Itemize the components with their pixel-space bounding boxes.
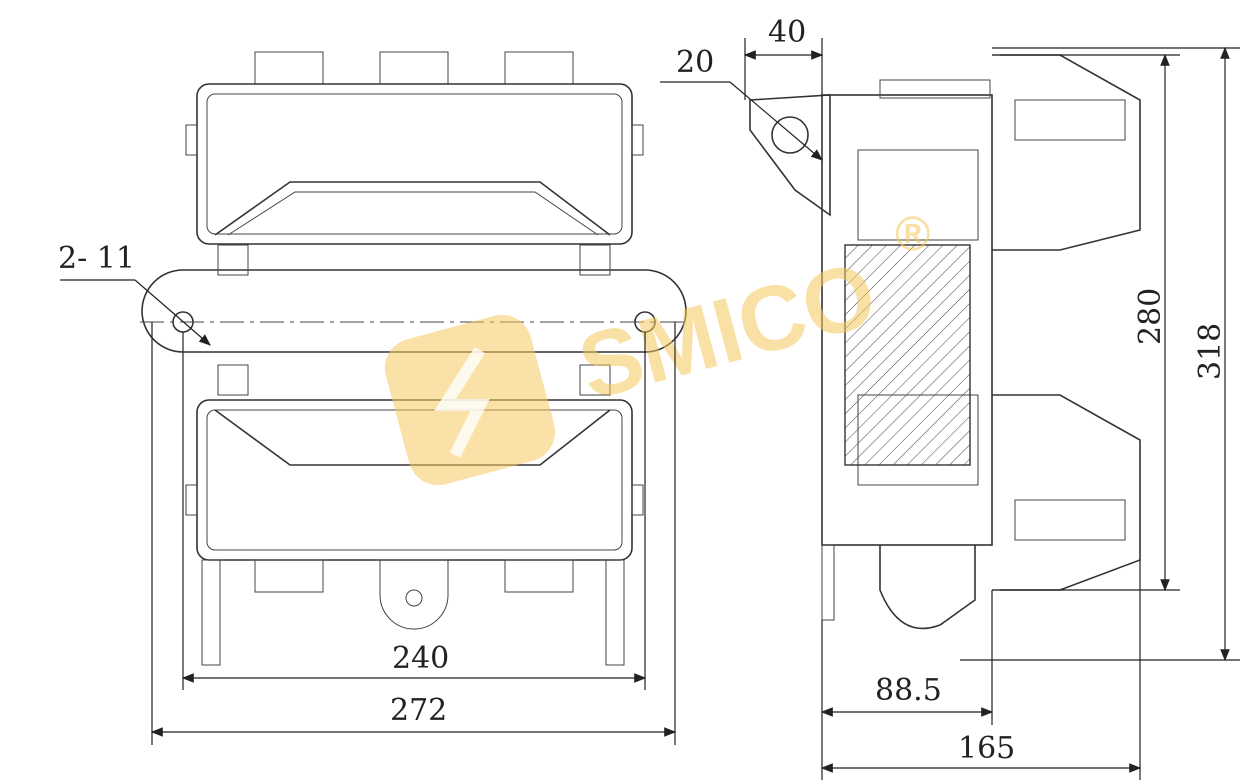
dimension-labels: 2- 11 40 20 240 272 280 318 88.5 165 <box>58 15 1228 766</box>
dim-height-inner: 280 <box>1133 288 1168 345</box>
dim-width-outer: 272 <box>390 693 447 728</box>
dim-depth-partial: 88.5 <box>875 673 942 708</box>
dimension-lines <box>60 38 1240 780</box>
dim-height-outer: 318 <box>1193 323 1228 380</box>
dim-top-offset: 40 <box>768 15 806 50</box>
dim-width-inner: 240 <box>392 641 449 676</box>
side-view <box>749 54 1141 630</box>
registered-mark: ® <box>895 208 930 261</box>
dim-radius: 20 <box>676 45 714 80</box>
dim-depth-total: 165 <box>958 731 1015 766</box>
dim-mount-holes: 2- 11 <box>58 241 135 276</box>
